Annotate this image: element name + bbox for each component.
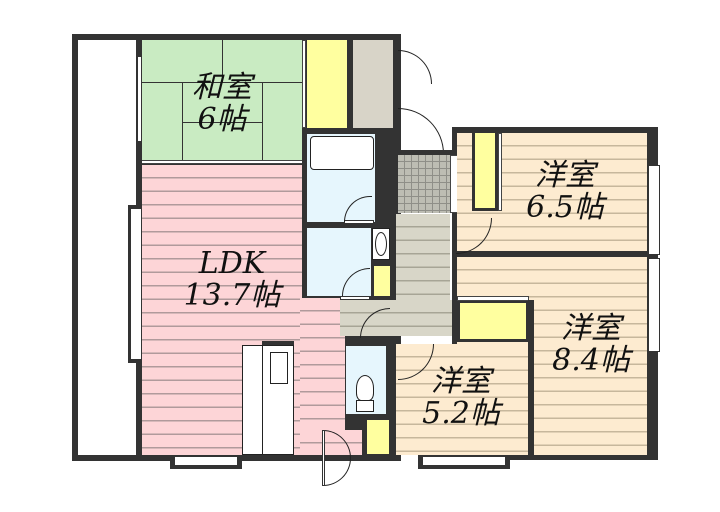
closet-washitsu-door [302,40,306,128]
yoshitsu-5-2-name: 洋室 [431,364,491,399]
room-ldk-extension [300,298,345,455]
tatami-line [222,40,223,82]
kitchen-counter-top [262,341,294,346]
ldk-name: LDK [198,246,266,281]
closet-washitsu [307,40,347,128]
closet-small-bottom [367,420,389,454]
hallway-lower [340,300,452,336]
washroom-door[interactable] [340,296,370,300]
yoshitsu-8-4-size: 8.4帖 [552,342,630,378]
washitsu-label: 和室 6帖 [162,72,282,135]
washitsu-name: 和室 [192,70,252,105]
window-washitsu [137,56,142,142]
yoshitsu-5-2-label: 洋室 5.2帖 [406,366,516,429]
closet-8-4 [457,300,529,342]
ldk-size: 13.7帖 [183,277,281,313]
window-ldk-bottom [174,456,238,466]
washbasin-bowl [375,232,387,256]
window-8-4 [648,258,660,352]
washitsu-size: 6帖 [197,101,247,137]
yoshitsu-6-5-name: 洋室 [535,158,595,193]
yoshitsu-8-4-name: 洋室 [561,311,621,346]
storage-closet [353,40,393,128]
yoshitsu-5-2-size: 5.2帖 [422,395,500,431]
toilet-bowl [356,375,374,401]
ldk-label: LDK 13.7帖 [162,248,302,311]
refrigerator [262,345,294,455]
sink [270,352,288,384]
tatami-line [142,82,302,83]
entrance-genkan [398,155,450,213]
bathtub [310,136,374,170]
front-door-arc-bottom [398,108,444,154]
wall-between-5-2-and-8-4 [528,300,534,460]
yoshitsu-6-5-size: 6.5帖 [526,189,604,225]
closet-washroom [374,266,390,296]
tatami-line [182,122,262,123]
closet-6-5-door [498,133,502,211]
window-5-2 [422,456,506,466]
toilet-tank [356,400,374,412]
closet-8-4-door [457,296,529,301]
front-door-arc-top [398,50,432,84]
kitchen-counter [242,345,264,455]
window-ldk-left [130,208,142,360]
closet-6-5 [472,133,498,211]
balcony-door[interactable] [322,430,325,486]
window-6-5 [648,165,660,255]
yoshitsu-8-4-label: 洋室 8.4帖 [536,313,646,376]
washitsu-sliding-door [142,160,302,164]
room-washitsu [142,40,302,162]
tatami-line [262,82,263,162]
balcony [78,40,136,455]
yoshitsu-6-5-label: 洋室 6.5帖 [510,160,620,223]
